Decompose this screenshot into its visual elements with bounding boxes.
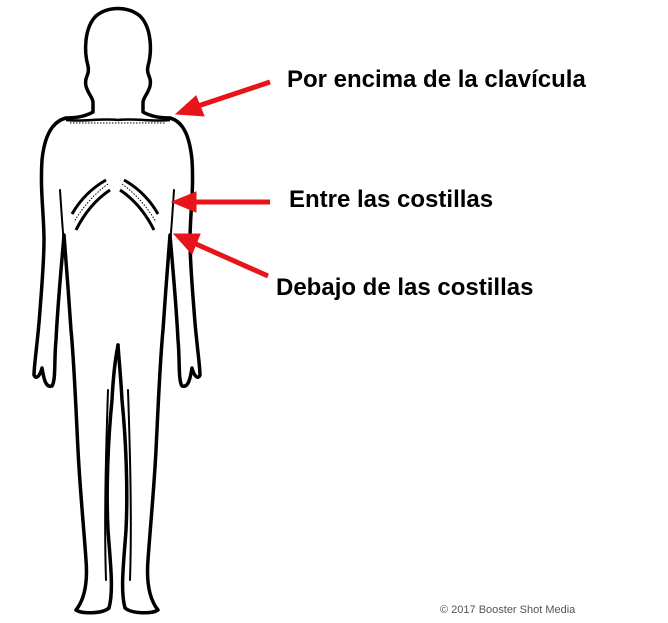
clavicle (65, 118, 171, 124)
body-outline (32, 6, 202, 615)
right-leg-inner (127, 389, 132, 581)
label-between-ribs: Entre las costillas (289, 186, 494, 213)
head-outline (94, 6, 172, 120)
copyright-text: © 2017 Booster Shot Media (440, 604, 576, 616)
ribs (70, 178, 160, 231)
left-side-outline (32, 116, 120, 615)
rib-right-upper (123, 178, 160, 215)
left-inner-arm (59, 189, 65, 240)
arrows (170, 79, 271, 279)
head-outline-left (64, 14, 98, 120)
rib-right-lower (119, 188, 156, 231)
label-below-ribs: Debajo de las costillas (276, 274, 534, 301)
right-side-outline (116, 116, 202, 615)
arrow-above-clavicle (174, 79, 271, 117)
rib-left-lower (74, 188, 111, 231)
label-above-clavicle: Por encima de la clavícula (287, 66, 586, 93)
left-leg-inner (104, 389, 109, 581)
right-inner-arm (169, 189, 175, 240)
arrow-below-ribs (172, 233, 270, 279)
arrow-between-ribs (170, 191, 270, 213)
rib-left-upper (70, 178, 107, 215)
